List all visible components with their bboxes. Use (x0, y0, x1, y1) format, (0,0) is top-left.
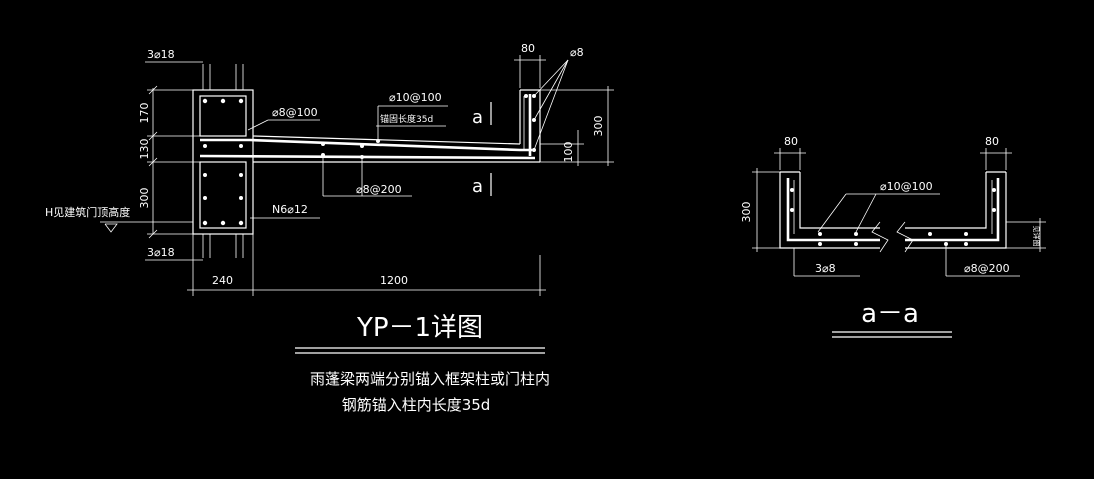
section-rebar-dots (790, 188, 996, 246)
dim-80-left: 80 (784, 135, 798, 148)
leader-line (817, 193, 847, 233)
note-line-2: 钢筋锚入柱内长度35d (342, 396, 491, 414)
leader-line (855, 193, 877, 233)
column-stirrup-bottom (199, 161, 247, 229)
dim-170: 170 (138, 103, 151, 124)
dim-300: 300 (138, 188, 151, 209)
rebar-dots (202, 94, 536, 226)
dim-1200: 1200 (380, 274, 408, 287)
top-bar-8-label: ⌀8 (570, 46, 584, 59)
section-mark-bottom: a (472, 176, 483, 197)
dim-300-section: 300 (740, 202, 753, 223)
slab-bottom-rebar (199, 154, 536, 160)
section-outline-left (779, 172, 880, 249)
section-bar-10-100-label: ⌀10@100 (880, 180, 933, 193)
main-title: YP－1详图 (356, 313, 483, 343)
dim-80-right: 80 (985, 135, 999, 148)
section-aa-detail: 80 80 300 见详图 ⌀10@100 3⌀8 ⌀8@200 (740, 135, 1046, 277)
stirrup-top-label: ⌀8@100 (272, 106, 318, 119)
section-bar-3-8-label: 3⌀8 (815, 262, 836, 275)
dim-240: 240 (212, 274, 233, 287)
section-outline-left-inner (799, 172, 880, 229)
section-title: a－a (861, 299, 919, 329)
leader-line (533, 59, 569, 97)
break-mark (871, 221, 889, 253)
right-100-dim: 100 (562, 142, 575, 163)
bar-10-100-label: ⌀10@100 (389, 91, 442, 104)
break-mark (896, 221, 914, 253)
titles: YP－1详图 a－a 雨蓬梁两端分别锚入框架柱或门柱内 钢筋锚入柱内长度35d (295, 299, 952, 414)
slab-top-line (252, 135, 521, 145)
note-line-1: 雨蓬梁两端分别锚入框架柱或门柱内 (310, 370, 550, 388)
stirrup-200-label: ⌀8@200 (356, 183, 402, 196)
section-rebar-left (786, 178, 880, 242)
slab-top-rebar (200, 138, 532, 152)
right-300-dim: 300 (592, 116, 605, 137)
leader-line (533, 59, 569, 151)
elevation-mark (104, 223, 118, 233)
section-stirrup-200-label: ⌀8@200 (964, 262, 1010, 275)
top-80-dim: 80 (521, 42, 535, 55)
yp1-detail: 170 130 300 3⌀18 3⌀18 ⌀8@100 ⌀10@100 锚固长… (45, 42, 614, 296)
section-mark-top: a (472, 107, 483, 128)
dim-ticks (148, 85, 158, 239)
dim-130: 130 (138, 139, 151, 160)
top-rebar-label: 3⌀18 (147, 48, 175, 61)
column-stirrup-top (199, 95, 247, 137)
h-note: H见建筑门顶高度 (45, 205, 130, 219)
section-rebar-right (905, 178, 1000, 242)
section-outline-right-inner (905, 172, 987, 229)
anchor-length-label: 锚固长度35d (380, 113, 433, 125)
leader-line (247, 119, 269, 131)
side-bar-label: N6⌀12 (272, 203, 308, 216)
bottom-rebar-label: 3⌀18 (147, 246, 175, 259)
slope-text: 见详图 (1032, 226, 1041, 247)
